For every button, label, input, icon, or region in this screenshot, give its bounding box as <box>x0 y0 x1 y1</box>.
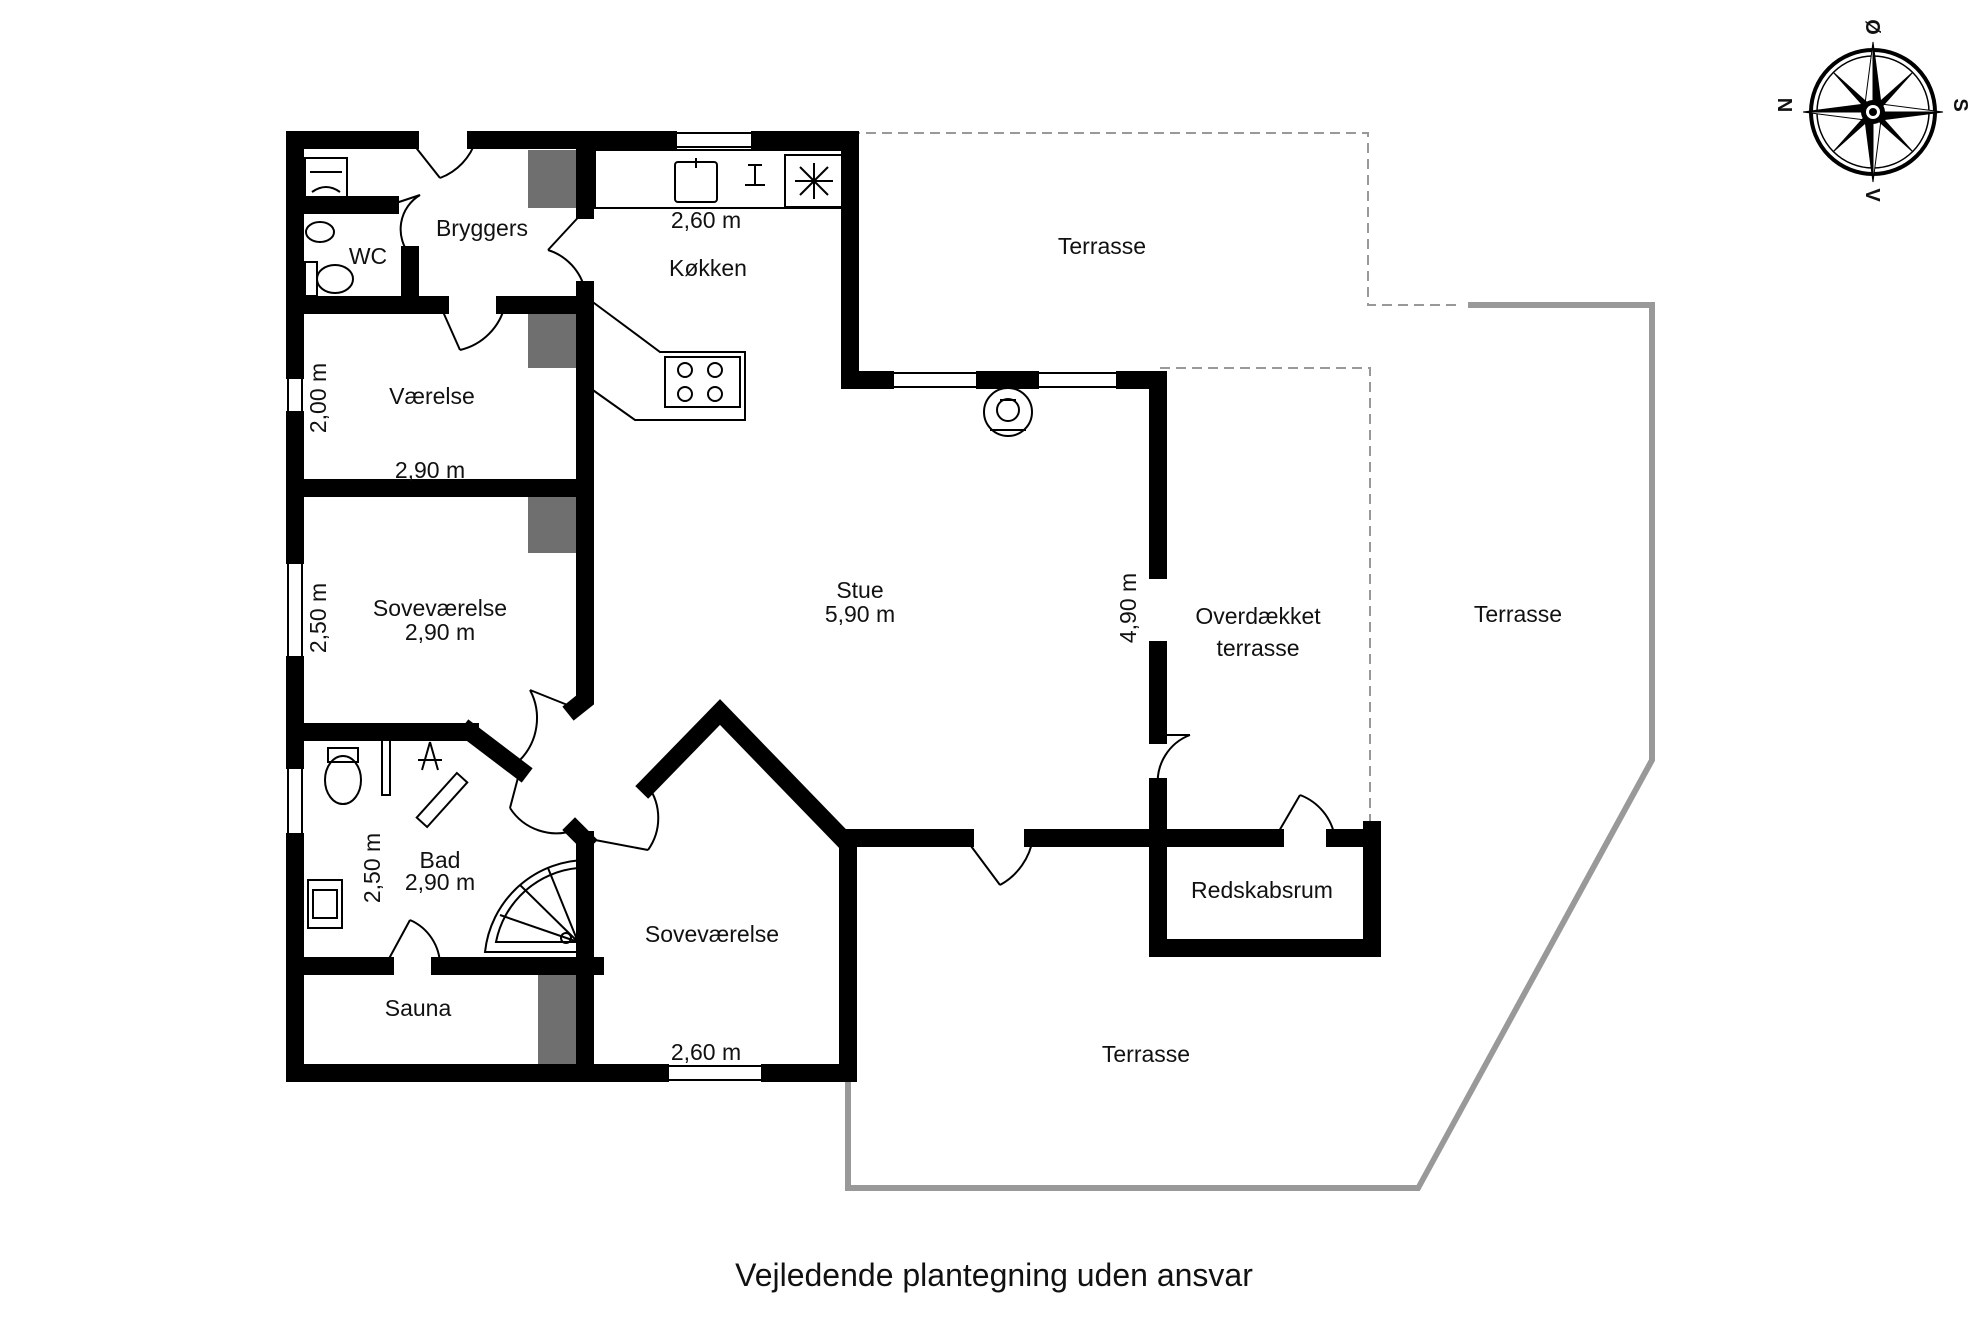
door-terrasse-east <box>1156 734 1191 788</box>
shower-rail-icon <box>418 741 442 771</box>
door-bad <box>509 769 576 835</box>
dim-vaerelse-height: 2,00 m <box>305 363 331 433</box>
wardrobe-bryggers <box>528 150 576 208</box>
label-terrasse-bottom: Terrasse <box>1102 1041 1190 1067</box>
window-stue-north-1 <box>884 372 986 388</box>
windows <box>287 132 1166 1081</box>
window-west-vaerelse <box>287 369 303 421</box>
wardrobe-vaerelse <box>528 314 576 368</box>
label-sovevaerelse-1: Soveværelse <box>373 595 507 621</box>
window-north <box>667 132 761 148</box>
label-bad: Bad <box>420 847 461 873</box>
compass-rose-icon: Ø N S V <box>1773 19 1971 202</box>
terrace-right-outline <box>845 302 1655 1191</box>
label-kokken: Køkken <box>669 255 747 281</box>
label-vaerelse: Værelse <box>389 383 475 409</box>
label-overdaekket-1: Overdækket <box>1195 603 1321 629</box>
compass-label-right: S <box>1949 98 1971 111</box>
window-stue-east-1 <box>1150 477 1166 571</box>
kitchen-counter-top <box>594 149 846 209</box>
freezer-icon <box>784 154 844 208</box>
dim-bad-height: 2,50 m <box>359 833 385 903</box>
door-bryggers-entrance <box>409 139 477 179</box>
towel-rail-icon <box>381 739 391 796</box>
window-west-bad <box>287 759 303 843</box>
bad-toilet-icon <box>324 747 362 805</box>
shower-icon <box>483 858 589 953</box>
door-wc <box>389 194 421 256</box>
dim-vaerelse-width: 2,90 m <box>395 457 465 483</box>
door-redskabsrum <box>1274 794 1336 839</box>
door-kokken <box>547 209 586 291</box>
stove-icon <box>983 387 1033 437</box>
fixtures <box>304 149 1033 953</box>
door-sovevaerelse <box>519 689 576 761</box>
wardrobe-sovevaerelse <box>528 495 576 553</box>
dim-sovevaerelse-1-height: 2,50 m <box>305 583 331 653</box>
walls <box>286 131 1381 1082</box>
label-stue: Stue <box>836 577 883 603</box>
door-sauna <box>384 919 442 967</box>
dim-sovevaerelse-2-width: 2,60 m <box>671 1039 741 1065</box>
label-wc: WC <box>349 243 387 269</box>
label-sovevaerelse-2: Soveværelse <box>645 921 779 947</box>
window-west-sovevaerelse <box>287 554 303 666</box>
label-redskabsrum: Redskabsrum <box>1191 877 1333 903</box>
room-labels: Bryggers WC Køkken Værelse Soveværelse S… <box>349 215 1562 1067</box>
label-terrasse-top: Terrasse <box>1058 233 1146 259</box>
bench-icon <box>415 771 469 829</box>
door-vaerelse <box>439 304 506 351</box>
terrace-top-outline <box>850 132 1460 306</box>
bathtub-icon <box>304 157 348 199</box>
toilet-icon <box>304 261 318 297</box>
doors <box>384 139 1336 967</box>
window-south <box>659 1065 771 1081</box>
washbasin-icon <box>305 221 335 243</box>
dishwasher-icon <box>745 164 765 186</box>
compass-label-top: Ø <box>1861 19 1883 35</box>
label-terrasse-right: Terrasse <box>1474 601 1562 627</box>
door-sovevaerelse-2 <box>594 785 660 851</box>
kitchen-island <box>589 299 746 421</box>
west-wall <box>286 131 419 379</box>
compass-label-left: N <box>1773 98 1795 112</box>
terrace-outlines <box>845 132 1655 1191</box>
wardrobes <box>528 150 592 1064</box>
hob-icon <box>664 356 741 408</box>
dimension-labels: 2,60 m 2,00 m 2,90 m 2,50 m 2,90 m 5,90 … <box>305 207 1141 1065</box>
label-overdaekket-2: terrasse <box>1216 635 1299 661</box>
bad-sink-icon <box>307 879 343 929</box>
window-stue-north-2 <box>1029 372 1126 388</box>
dim-sovevaerelse-1-width: 2,90 m <box>405 619 475 645</box>
dim-bad-width: 2,90 m <box>405 869 475 895</box>
dim-kokken-width: 2,60 m <box>671 207 741 233</box>
door-terrasse-south <box>964 837 1034 886</box>
compass-label-bottom: V <box>1861 188 1883 202</box>
plan-caption: Vejledende plantegning uden ansvar <box>735 1257 1253 1293</box>
label-sauna: Sauna <box>385 995 452 1021</box>
covered-terrace-outline <box>1160 367 1371 830</box>
dim-stue-width: 5,90 m <box>825 601 895 627</box>
dim-stue-height: 4,90 m <box>1115 573 1141 643</box>
label-bryggers: Bryggers <box>436 215 528 241</box>
